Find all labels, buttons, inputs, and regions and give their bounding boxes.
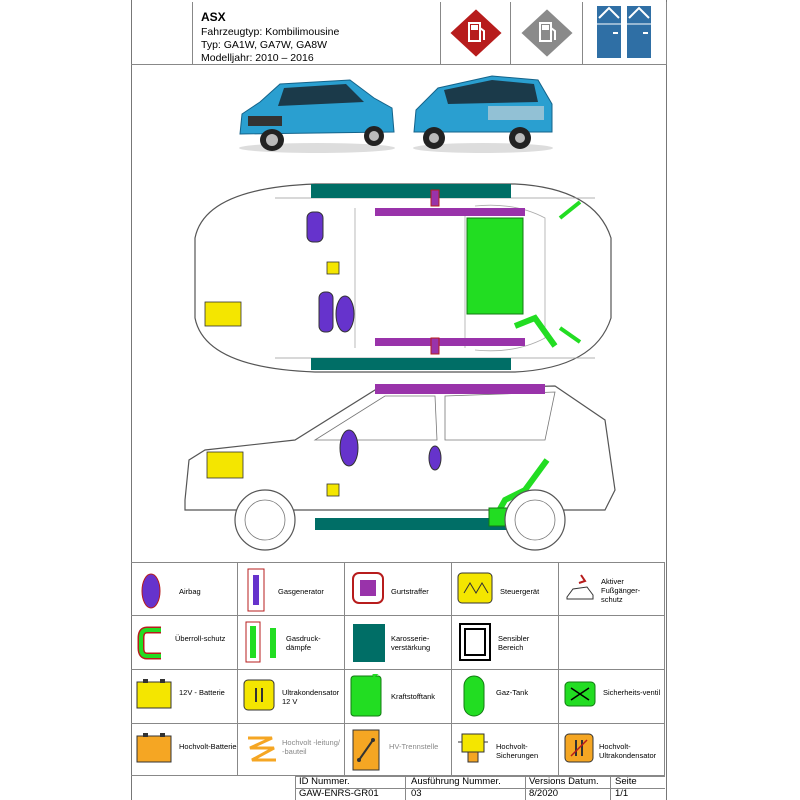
- legend-body-reinforcement: Karosserie-verstärkung: [345, 616, 452, 670]
- rollover-bar-icon: [137, 626, 161, 660]
- legend-hv-fuses: Hochvolt-Sicherungen: [452, 724, 559, 776]
- car-photo-rear-icon: [413, 75, 553, 153]
- reinforcement-icon: [353, 624, 385, 662]
- header-rule: [131, 64, 665, 65]
- hv-fuse-icon: [458, 733, 488, 763]
- legend-label: Kraftstofftank: [391, 692, 436, 701]
- execution-number-label: Ausführung Nummer.: [411, 776, 501, 787]
- legend-gas-strut: Gasdruck-dämpfe: [238, 616, 345, 670]
- legend-ultracap-12v: Ultrakondensator 12 V: [238, 670, 345, 724]
- legend-sensitive-area: Sensibler Bereich: [452, 616, 559, 670]
- legend-label: Hochvolt-Ultrakondensator: [599, 742, 657, 760]
- execution-number-value: 03: [411, 788, 422, 799]
- pedestrian-car-icon: [566, 574, 594, 600]
- safety-valve-icon: [564, 681, 596, 707]
- hv-ultracap-icon: [564, 733, 594, 763]
- legend-grid: Airbag Gasgenerator Gurtstraffer Steuerg…: [131, 562, 665, 776]
- petrol-pump-icon: [447, 6, 505, 60]
- legend-label: Gasdruck-dämpfe: [286, 634, 321, 652]
- id-number-label: ID Nummer.: [299, 776, 350, 787]
- page-label: Seite: [615, 776, 637, 787]
- legend-label: Hochvolt -leitung/ -bauteil: [282, 738, 340, 756]
- legend-hv-line: Hochvolt -leitung/ -bauteil: [238, 724, 345, 776]
- legend-label: Sensibler Bereich: [498, 634, 530, 652]
- diesel-pump-icon: [518, 6, 576, 60]
- legend-label: Karosserie-verstärkung: [391, 634, 431, 652]
- type-codes: Typ: GA1W, GA7W, GA8W: [201, 39, 328, 51]
- sensitive-area-icon: [459, 623, 491, 661]
- header-info-box: ASX Fahrzeugtyp: Kombilimousine Typ: GA1…: [192, 2, 441, 65]
- vehicle-type: Fahrzeugtyp: Kombilimousine: [201, 26, 340, 38]
- document-sheet: [131, 0, 667, 800]
- car-photo-front-icon: [239, 79, 395, 153]
- legend-label: Airbag: [179, 587, 201, 596]
- legend-label: Sicherheits-ventil: [603, 688, 661, 697]
- legend-pedestrian-protection: Aktiver Fußgänger-schutz: [559, 562, 665, 616]
- version-date-value: 8/2020: [529, 788, 559, 799]
- fuel-type-diesel-box: [510, 2, 583, 65]
- legend-label: Gaz-Tank: [496, 688, 529, 697]
- model-title: ASX: [201, 10, 226, 24]
- legend-belt-tensioner: Gurtstraffer: [345, 562, 452, 616]
- legend-label: 12V - Batterie: [179, 688, 225, 697]
- door-icons-box: [582, 2, 667, 65]
- hv-cable-icon: [248, 736, 276, 762]
- id-number-value: GAW-ENRS-GR01: [299, 788, 379, 799]
- legend-hv-disconnect: HV-Trennstelle: [345, 724, 452, 776]
- car-doors-icon: [597, 6, 651, 58]
- legend-label: Hochvolt-Sicherungen: [496, 742, 539, 760]
- legend-gas-generator: Gasgenerator: [238, 562, 345, 616]
- legend-control-unit: Steuergerät: [452, 562, 559, 616]
- legend-label: Ultrakondensator 12 V: [282, 688, 340, 706]
- ultracap-12v-icon: [243, 679, 275, 711]
- legend-fuel-tank: Kraftstofftank: [345, 670, 452, 724]
- hv-disconnect-icon: [352, 729, 380, 771]
- airbag-icon: [141, 573, 161, 609]
- gas-strut-icon: [245, 621, 276, 663]
- control-unit-icon: [457, 572, 493, 604]
- model-year: Modelljahr: 2010 – 2016: [201, 52, 314, 64]
- gas-generator-icon: [247, 568, 265, 612]
- footer-table: ID Nummer. GAW-ENRS-GR01 Ausführung Numm…: [295, 776, 665, 800]
- legend-hv-battery: Hochvolt-Batterie: [131, 724, 238, 776]
- legend-label: Gurtstraffer: [391, 587, 429, 596]
- page-value: 1/1: [615, 788, 629, 799]
- legend-rollover-protection: Überroll-schutz: [131, 616, 238, 670]
- car-side-view-diagram: [184, 384, 616, 551]
- version-date-label: Versions Datum.: [529, 776, 599, 787]
- legend-hv-ultracap: Hochvolt-Ultrakondensator: [559, 724, 665, 776]
- fuel-type-petrol-box: [440, 2, 511, 65]
- legend-airbag: Airbag: [131, 562, 238, 616]
- fuel-tank-icon: [350, 674, 382, 717]
- hv-battery-icon: [136, 733, 172, 763]
- battery-12v-icon: [136, 679, 172, 709]
- legend-empty-1: [559, 616, 665, 670]
- car-top-view-diagram: [194, 183, 612, 373]
- legend-label: Steuergerät: [500, 587, 540, 596]
- legend-label: Aktiver Fußgänger-schutz: [601, 577, 641, 604]
- legend-label: Überroll-schutz: [175, 634, 226, 643]
- legend-gas-tank: Gaz-Tank: [452, 670, 559, 724]
- legend-label: Gasgenerator: [278, 587, 324, 596]
- legend-safety-valve: Sicherheits-ventil: [559, 670, 665, 724]
- belt-tensioner-icon: [352, 572, 384, 604]
- legend-battery-12v: 12V - Batterie: [131, 670, 238, 724]
- legend-label: Hochvolt-Batterie: [179, 742, 237, 751]
- gas-tank-icon: [463, 675, 485, 717]
- legend-label: HV-Trennstelle: [389, 742, 439, 751]
